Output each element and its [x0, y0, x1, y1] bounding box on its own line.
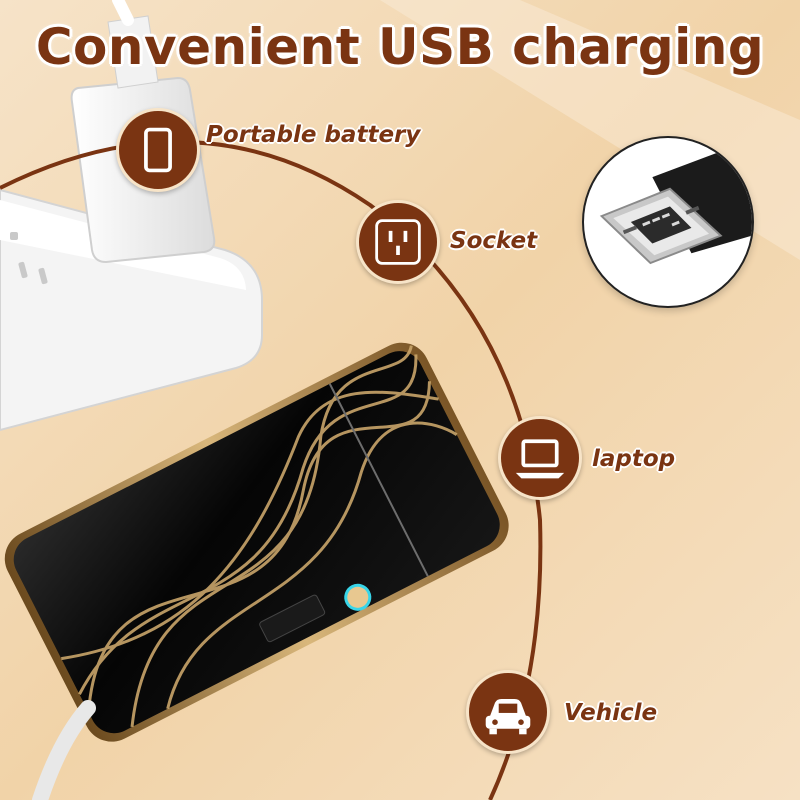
portable-battery-badge	[116, 108, 200, 192]
portable-battery-label: Portable battery	[206, 122, 421, 148]
charging-cable	[32, 700, 96, 800]
socket-badge	[356, 200, 440, 284]
vehicle-label: Vehicle	[564, 700, 658, 726]
laptop-label: laptop	[592, 446, 676, 472]
socket-label: Socket	[450, 228, 538, 254]
phone-icon	[144, 127, 172, 173]
lighter-device	[4, 342, 509, 742]
laptop-icon	[515, 439, 565, 479]
micro-usb-closeup	[582, 136, 754, 308]
car-icon	[485, 699, 531, 735]
page-title: Convenient USB charging	[35, 18, 765, 76]
socket-icon	[375, 219, 421, 265]
vehicle-badge	[466, 670, 550, 754]
micro-usb-connector-icon	[599, 147, 752, 265]
laptop-badge	[498, 416, 582, 500]
